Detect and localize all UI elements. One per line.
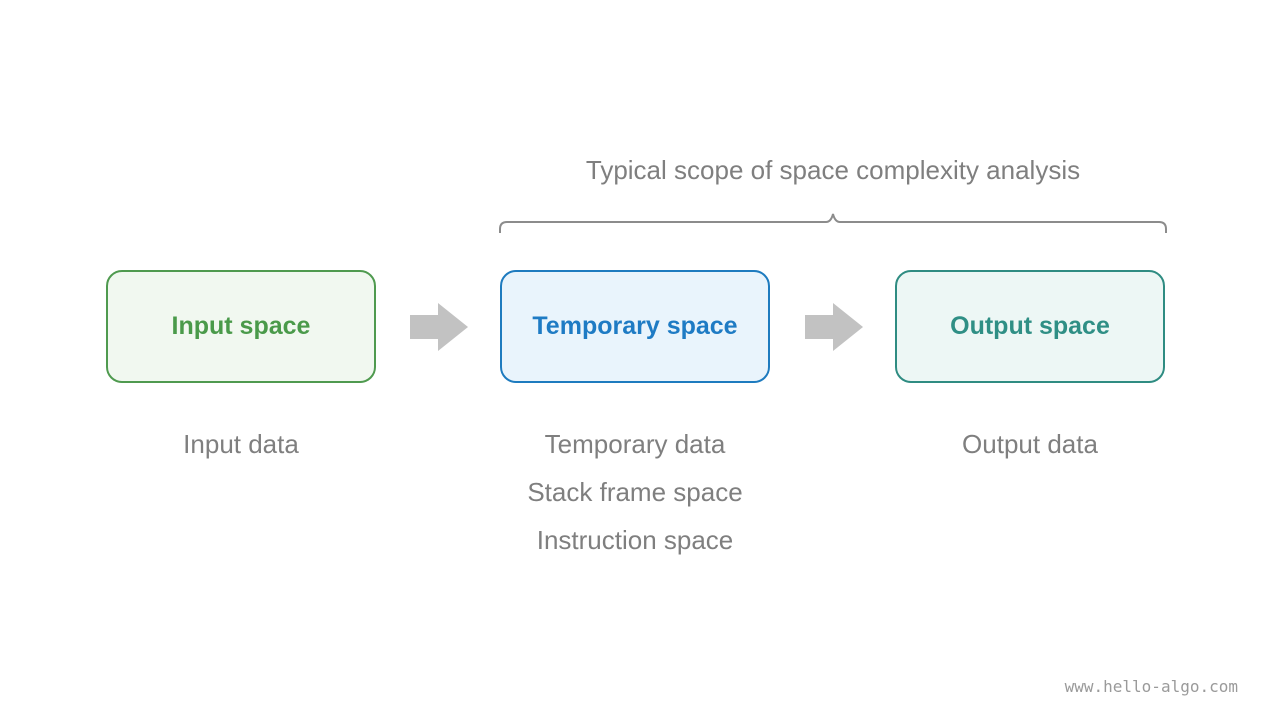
input-item: Input data	[183, 429, 299, 459]
temporary-space-label: Temporary space	[532, 312, 738, 340]
output-items-list: Output data	[895, 420, 1165, 468]
scope-title: Typical scope of space complexity analys…	[585, 155, 1081, 185]
temporary-item: Stack frame space	[527, 477, 743, 507]
arrow-right-icon	[805, 303, 863, 351]
input-items-list: Input data	[106, 420, 376, 468]
output-space-label: Output space	[950, 312, 1110, 340]
temporary-item: Temporary data	[544, 429, 726, 459]
temporary-item: Instruction space	[536, 525, 734, 555]
temporary-items-list: Temporary data Stack frame space Instruc…	[500, 420, 770, 564]
input-space-box: Input space	[106, 270, 376, 383]
arrow-right-icon	[410, 303, 468, 351]
temporary-space-box: Temporary space	[500, 270, 770, 383]
watermark: www.hello-algo.com	[1064, 677, 1238, 696]
output-item: Output data	[962, 429, 1098, 459]
input-space-label: Input space	[171, 312, 311, 340]
output-space-box: Output space	[895, 270, 1165, 383]
